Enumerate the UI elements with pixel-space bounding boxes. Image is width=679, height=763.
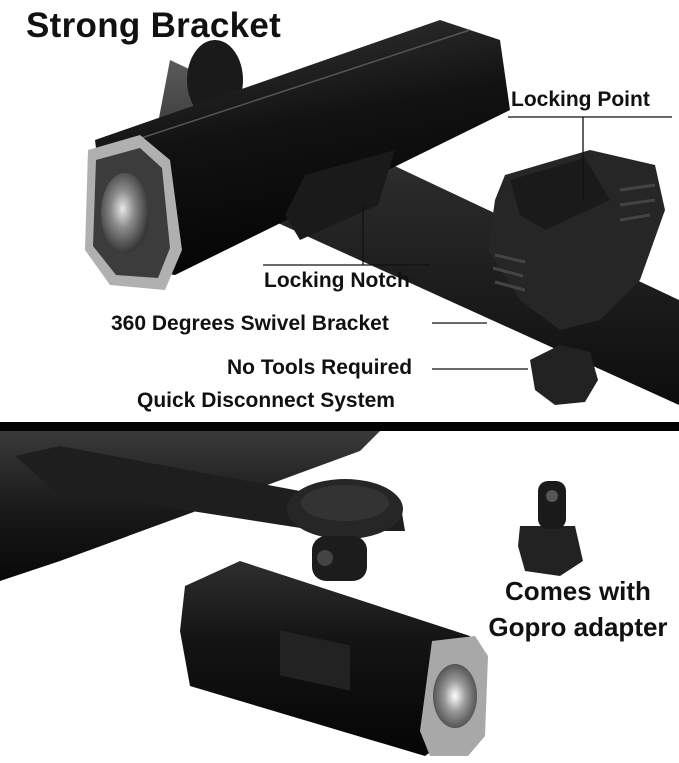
panel-title: Strong Bracket	[26, 6, 282, 45]
lens-icon	[433, 664, 477, 728]
light-body	[95, 20, 510, 275]
out-front-mount-illustration	[0, 431, 583, 756]
bottom-panel: Comes with Gopro adapter	[0, 431, 679, 763]
caption-line-1: Comes with	[505, 576, 651, 606]
handlebar-light-illustration	[85, 20, 679, 405]
callout-locking-notch: Locking Notch	[264, 269, 410, 292]
top-panel: Strong Bracket Locking Point Locking Not…	[26, 6, 679, 412]
callout-locking-point: Locking Point	[511, 88, 650, 111]
locking-notch-tab	[285, 150, 395, 240]
tightening-knob-icon	[530, 345, 598, 405]
lens-icon	[101, 173, 149, 253]
quick-release-clip	[280, 630, 350, 691]
caption-line-2: Gopro adapter	[488, 612, 668, 642]
gopro-adapter-icon	[518, 526, 583, 576]
section-divider	[0, 422, 679, 431]
callout-swivel-bracket: 360 Degrees Swivel Bracket	[111, 312, 389, 335]
swivel-joint	[312, 536, 367, 581]
callout-quick-disconnect: Quick Disconnect System	[137, 389, 395, 412]
callout-no-tools: No Tools Required	[227, 356, 413, 379]
